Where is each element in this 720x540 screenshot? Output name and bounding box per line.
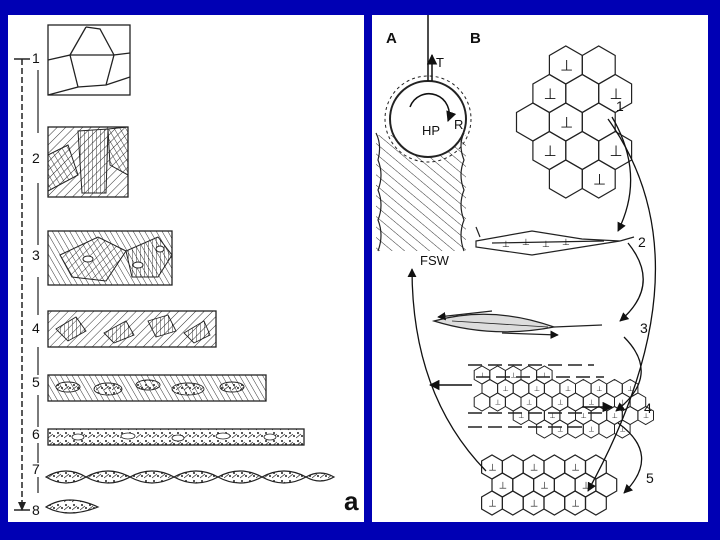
stage-3-sheared-grain	[434, 311, 602, 335]
stage-3-subgrains	[48, 231, 172, 285]
dislocation-symbol: ⊥	[488, 499, 496, 510]
hex5-hex	[544, 491, 565, 515]
left-panel-grain-refinement: 1 2 3 4 5 6 7 8	[8, 15, 364, 522]
stage-label-7: 7	[32, 461, 40, 477]
dislocation-symbol: ⊥	[503, 384, 509, 393]
hex1-hex	[566, 132, 599, 170]
label-hp: HP	[422, 123, 440, 138]
right-diagram: A B T R HP FSW ⊥⊥⊥⊥⊥⊥⊥ ⊥ ⊥ ⊥	[372, 15, 708, 522]
stage-label-6: 6	[32, 426, 40, 442]
dislocation-symbol: ⊥	[488, 463, 496, 474]
label-fsw: FSW	[420, 253, 450, 268]
stage-label-3: 3	[32, 247, 40, 263]
stage-number-1: 1	[616, 98, 624, 114]
stage-number-5: 5	[646, 470, 654, 486]
dislocation-symbol: ⊥	[560, 58, 573, 75]
dislocation-symbol: ⊥	[544, 86, 557, 103]
hex4-hex	[537, 420, 553, 438]
dislocation-symbol: ⊥	[572, 463, 580, 474]
label-a: A	[386, 30, 397, 47]
dislocation-symbol: ⊥	[479, 371, 485, 380]
dislocation-symbol: ⊥	[560, 115, 573, 132]
hex1-hex	[517, 103, 550, 141]
dislocation-symbol: ⊥	[542, 371, 548, 380]
left-diagram: 1 2 3 4 5 6 7 8	[8, 15, 364, 522]
stage-2-dislocations: ⊥	[502, 239, 510, 249]
stage-4-elongated-grains	[48, 311, 216, 347]
stage-6-refined-grains	[48, 429, 304, 445]
stage-7-lens-chain	[46, 471, 334, 483]
hex1-hex	[566, 75, 599, 113]
dislocation-symbol: ⊥	[530, 499, 538, 510]
dislocation-symbol: ⊥	[609, 143, 622, 160]
stage-number-3: 3	[640, 320, 648, 336]
stage-label-5: 5	[32, 374, 40, 390]
stage-5-fine-grains: ⊥⊥⊥⊥⊥⊥⊥⊥⊥	[482, 455, 617, 515]
dislocation-symbol: ⊥	[557, 398, 563, 407]
dislocation-symbol: ⊥	[495, 398, 501, 407]
dislocation-symbol: ⊥	[572, 499, 580, 510]
dislocation-symbol: ⊥	[526, 398, 532, 407]
hex1-hex	[549, 160, 582, 198]
dislocation-symbol: ⊥	[557, 425, 563, 434]
dislocation-symbol: ⊥	[612, 411, 618, 420]
label-r: R	[454, 117, 463, 132]
hex4-hex	[474, 393, 490, 411]
hex5-hex	[502, 491, 523, 515]
stage-2-dislocations-c: ⊥	[542, 239, 550, 249]
dislocation-symbol: ⊥	[593, 172, 606, 189]
dislocation-symbol: ⊥	[534, 384, 540, 393]
stage-2-dislocations-d: ⊥	[562, 237, 570, 247]
stage-label-1: 1	[32, 50, 40, 66]
dislocation-symbol: ⊥	[530, 463, 538, 474]
dislocation-symbol: ⊥	[588, 425, 594, 434]
label-b: B	[470, 30, 481, 47]
right-panel-fsw-mechanism: A B T R HP FSW ⊥⊥⊥⊥⊥⊥⊥ ⊥ ⊥ ⊥	[372, 15, 708, 522]
label-t: T	[436, 55, 444, 70]
hex4-hex	[599, 420, 615, 438]
hex4-hex	[568, 420, 584, 438]
stage-5-fragmented-grains	[48, 375, 266, 401]
dislocation-symbol: ⊥	[544, 143, 557, 160]
stage-label-4: 4	[32, 320, 40, 336]
panel-label-a: a	[344, 486, 359, 516]
stage-2-dislocations-b: ⊥	[522, 237, 530, 247]
rotating-tool	[385, 15, 471, 162]
stage-label-2: 2	[32, 150, 40, 166]
stage-number-2: 2	[638, 234, 646, 250]
dislocation-symbol: ⊥	[596, 384, 602, 393]
hex5-hex	[586, 491, 607, 515]
dislocation-symbol: ⊥	[540, 481, 548, 492]
stage-number-4: 4	[644, 400, 652, 416]
hex1-hex	[582, 46, 615, 84]
dislocation-symbol: ⊥	[565, 384, 571, 393]
stage-8-lens	[46, 500, 98, 513]
stage-2-compressed-band	[476, 227, 634, 255]
stage-1-grains	[48, 25, 130, 95]
stage-label-8: 8	[32, 502, 40, 518]
dislocation-symbol: ⊥	[510, 371, 516, 380]
stage-2-deformed-grains	[48, 127, 128, 197]
dislocation-symbol: ⊥	[499, 481, 507, 492]
dislocation-symbol: ⊥	[588, 398, 594, 407]
